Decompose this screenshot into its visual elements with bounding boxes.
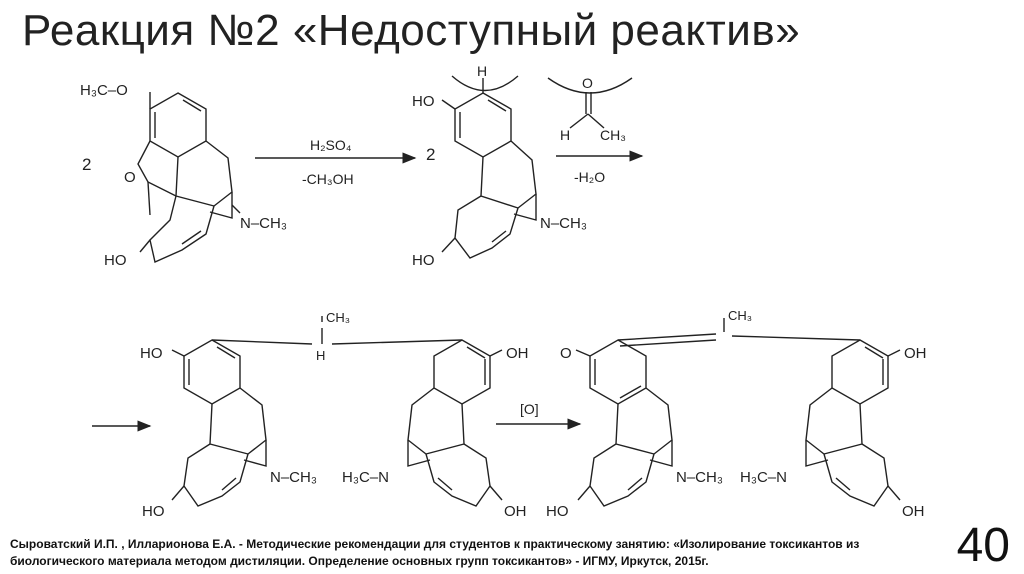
arrow1-byproduct: -CH₃OH [302,171,354,187]
slide-title: Реакция №2 «Недоступный реактив» [22,6,801,55]
page-number: 40 [956,519,1010,572]
arrow4-oxidant: [O] [520,401,539,417]
product-oh-right-label: OH [904,345,927,362]
reactive-site-arc-1 [451,75,519,92]
apomorphine-structure [441,78,537,259]
product-oh-left-bottom-label: HO [546,503,569,520]
apomorphine-amine-label: N–CH₃ [540,215,587,232]
product-amine-left-label: N–CH₃ [676,469,723,486]
morphine-oxygen-label: O [124,169,136,186]
product-oxo-label: O [560,345,572,362]
dimer-structure [171,316,503,507]
coefficient-1: 2 [82,155,91,174]
product-ch3-label: CH₃ [728,308,752,323]
apomorphine-h-label: H [477,63,487,79]
apomorphine-oh-top-label: HO [412,93,435,110]
acetaldehyde-structure [569,92,605,129]
product-structure [575,318,901,507]
morphine-oh-label: HO [104,252,127,269]
dimer-amine-right-label: H₃C–N [342,469,389,486]
acetaldehyde-ch3-label: CH₃ [600,127,626,143]
reactive-site-arc-2 [547,77,633,94]
product-amine-right-label: H₃C–N [740,469,787,486]
arrow1-reagent: H₂SO₄ [310,137,352,153]
dimer-ch3-label: CH₃ [326,310,350,325]
dimer-oh-left-bottom-label: HO [142,503,165,520]
apomorphine-oh-label: HO [412,252,435,269]
dimer-oh-right-bottom-label: OH [504,503,527,520]
morphine-ome-label: H₃C–O [80,82,128,99]
dimer-oh-right-label: OH [506,345,529,362]
bibliographic-reference: Сыроватский И.П. , Илларионова Е.А. - Ме… [10,537,860,568]
dimer-oh-left-label: HO [140,345,163,362]
morphine-amine-label: N–CH₃ [240,215,287,232]
dimer-h-label: H [316,348,325,363]
product-oh-right-bottom-label: OH [902,503,925,520]
acetaldehyde-h-label: H [560,127,570,143]
morphine-structure [137,92,241,263]
arrow2-byproduct: -H₂O [574,169,605,185]
coefficient-2: 2 [426,145,435,164]
reaction-scheme: 2 H₃C–O O HO N–CH₃ H₂SO₄ -CH₃OH 2 H [80,63,927,520]
acetaldehyde-o-label: O [582,75,593,91]
dimer-amine-left-label: N–CH₃ [270,469,317,486]
